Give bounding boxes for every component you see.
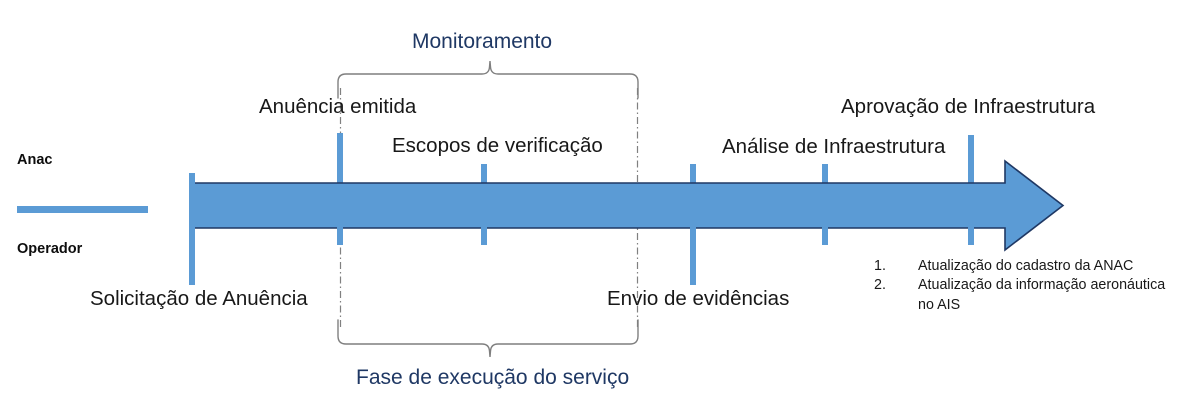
note-text: Atualização da informação aeronáutica no… <box>918 277 1166 313</box>
notes-list: 1. Atualização do cadastro da ANAC 2. At… <box>874 257 1194 315</box>
milestone-label-analise-infraestrutura: Análise de Infraestrutura <box>722 135 946 158</box>
tick-below-escopos <box>481 227 487 245</box>
tick-above-analise-infraestrutura <box>822 164 828 184</box>
milestone-label-solicitacao-anuencia: Solicitação de Anuência <box>90 287 308 310</box>
note-item: 1. Atualização do cadastro da ANAC <box>874 257 1194 276</box>
tick-below-solicitacao-anuencia <box>189 173 195 285</box>
tick-above-aprovacao-infraestrutura <box>968 135 974 184</box>
tick-below-analise-infraestrutura <box>822 227 828 245</box>
tick-below-anuencia-emitida <box>337 227 343 245</box>
axis-label-operador: Operador <box>17 241 83 257</box>
legend-line <box>17 206 148 213</box>
note-item: 2. Atualização da informação aeronáutica… <box>874 276 1194 315</box>
monitoring-brace <box>337 60 639 99</box>
tick-above-anuencia-emitida <box>337 133 343 184</box>
milestone-label-escopos-verificacao: Escopos de verificação <box>392 134 603 157</box>
axis-label-anac: Anac <box>17 152 53 168</box>
milestone-label-envio-evidencias: Envio de evidências <box>607 287 790 310</box>
phase-label-fase-execucao: Fase de execução do serviço <box>356 366 630 389</box>
milestone-label-anuencia-emitida: Anuência emitida <box>259 95 417 118</box>
execution-phase-brace <box>337 319 639 358</box>
note-text: Atualização do cadastro da ANAC <box>918 258 1134 274</box>
phase-label-monitoramento: Monitoramento <box>412 30 553 53</box>
timeline-arrow <box>191 159 1065 252</box>
tick-below-aprovacao-infraestrutura <box>968 227 974 245</box>
tick-above-mid <box>690 164 696 184</box>
note-number: 1. <box>874 258 886 274</box>
tick-below-envio-evidencias <box>690 227 696 285</box>
note-number: 2. <box>874 277 886 294</box>
milestone-label-aprovacao-infraestrutura: Aprovação de Infraestrutura <box>841 95 1096 118</box>
tick-above-escopos <box>481 164 487 184</box>
